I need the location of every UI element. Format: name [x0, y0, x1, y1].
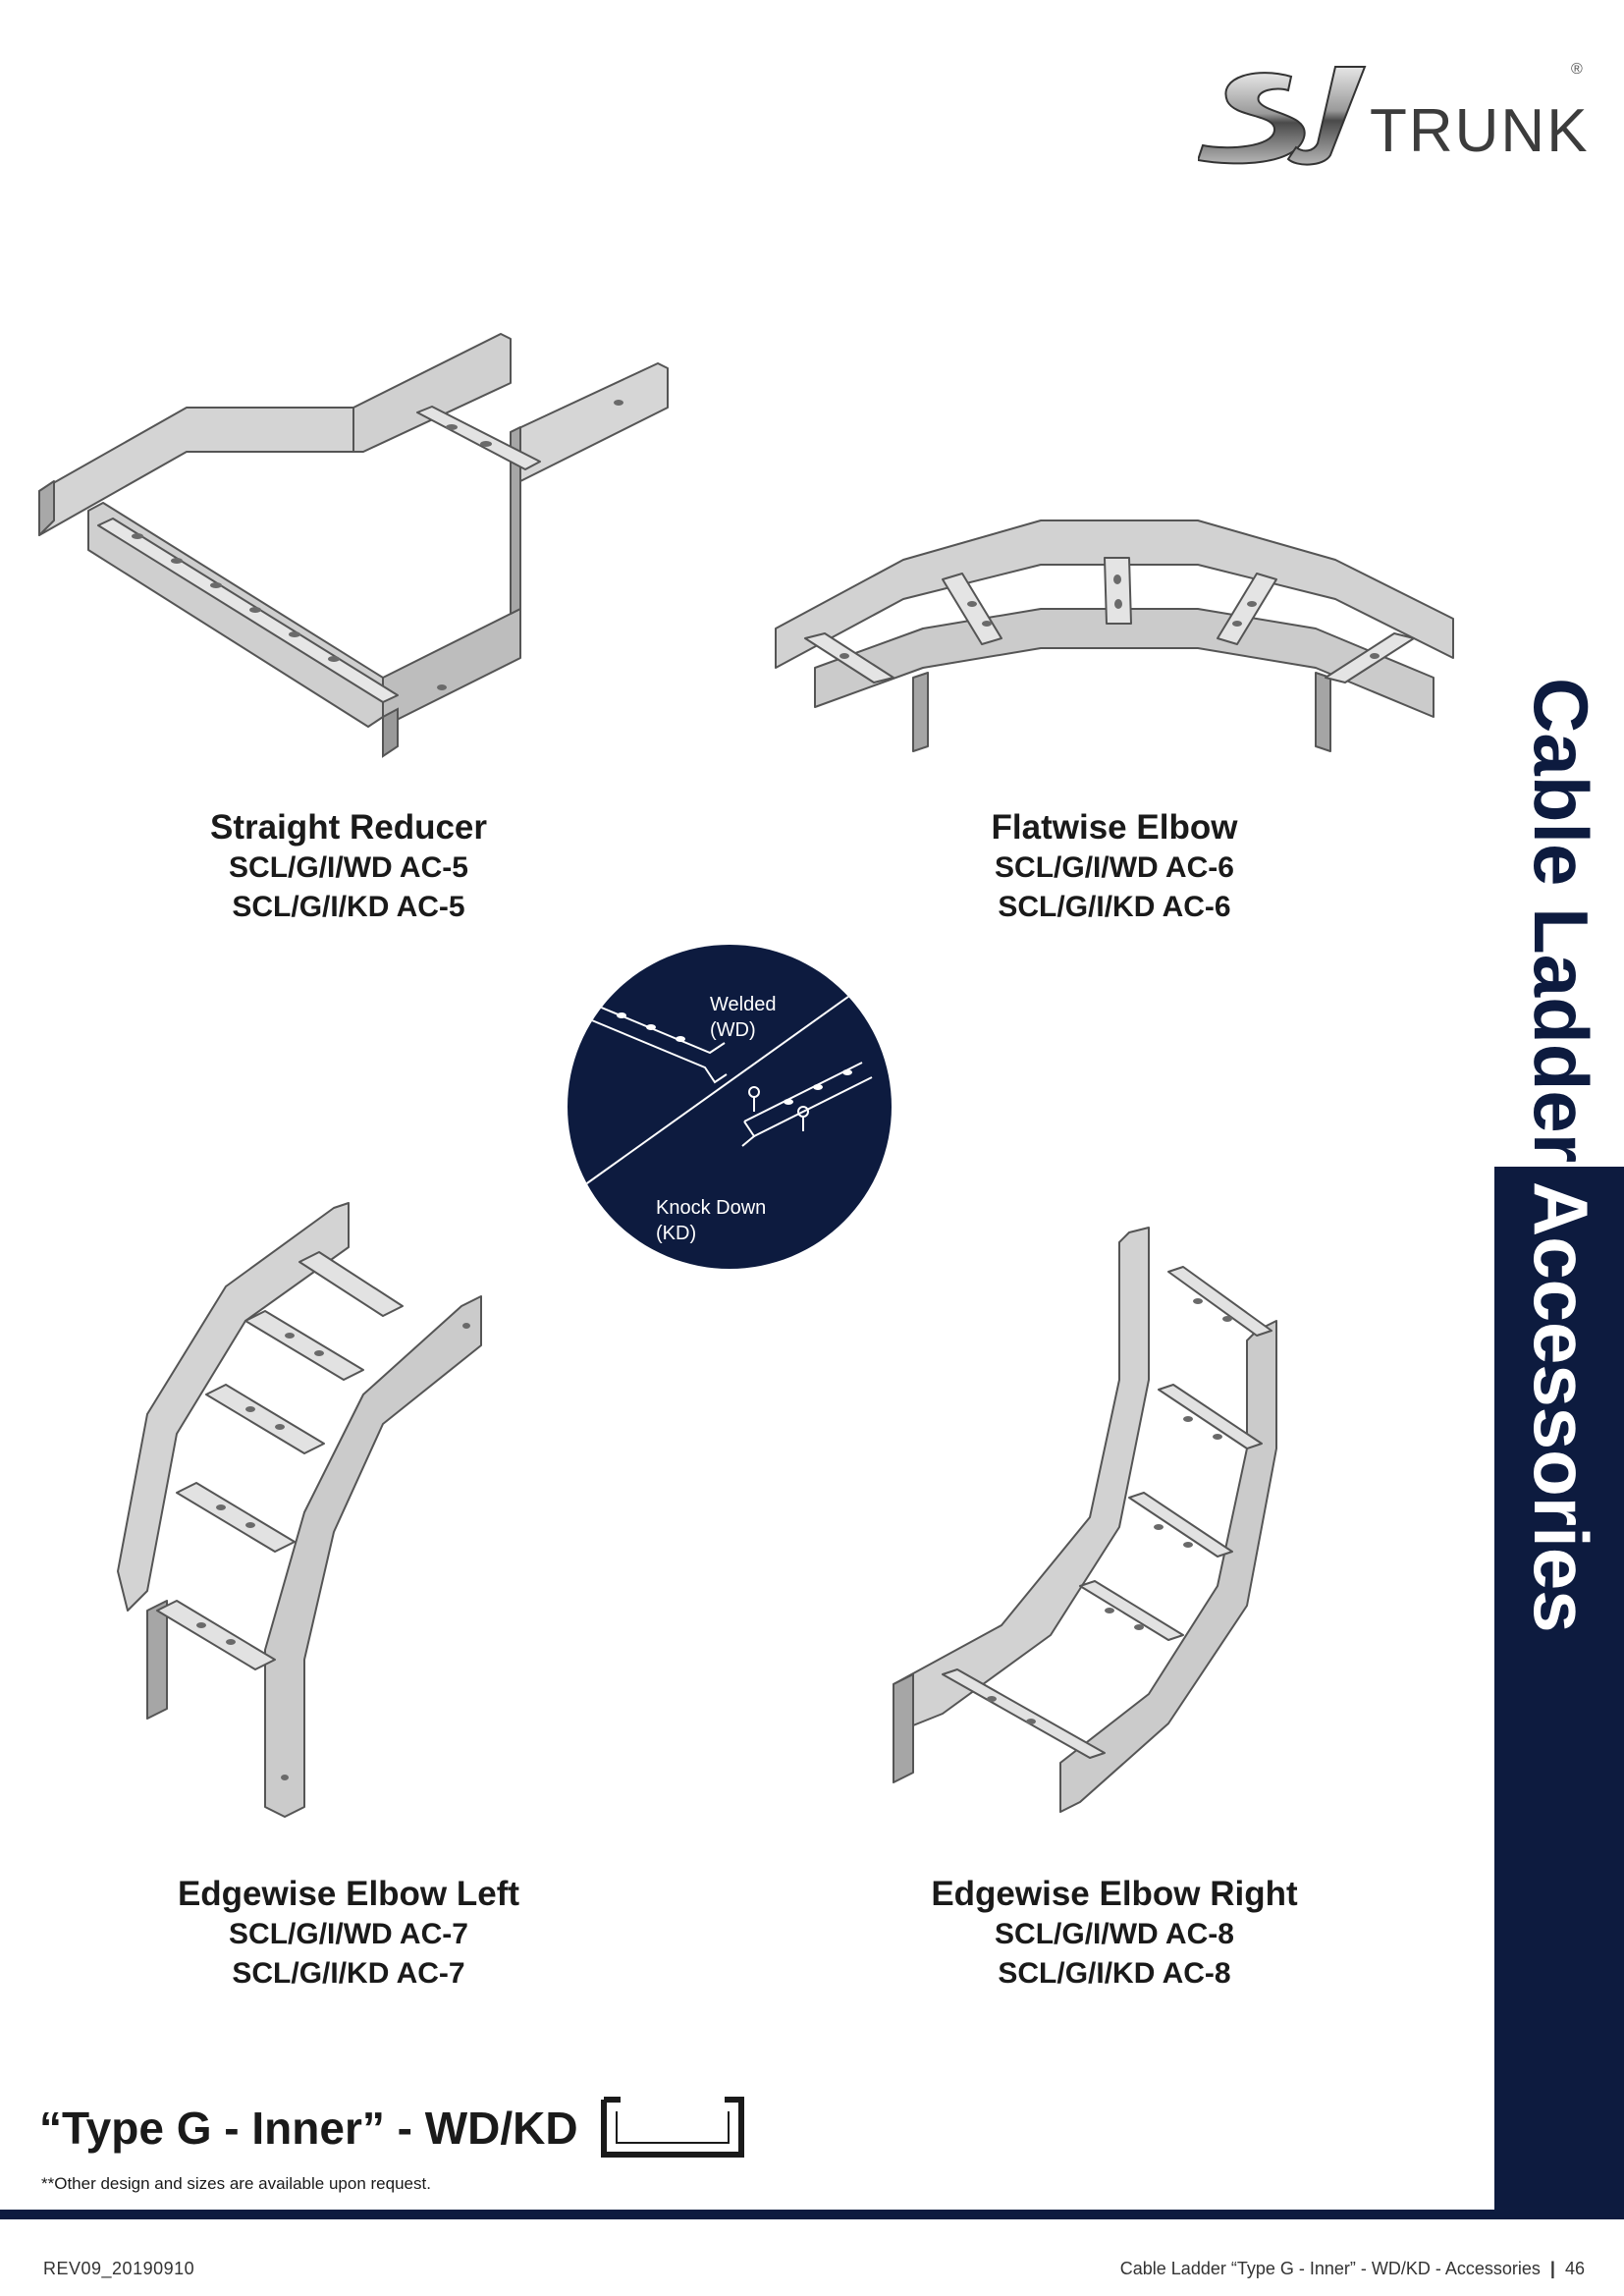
- product-flatwise-elbow: Flatwise Elbow SCL/G/I/WD AC-6 SCL/G/I/K…: [839, 807, 1389, 927]
- welded-label: Welded (WD): [710, 992, 776, 1043]
- product-edgewise-elbow-right: Edgewise Elbow Right SCL/G/I/WD AC-8 SCL…: [839, 1874, 1389, 1994]
- type-title: “Type G - Inner” - WD/KD: [39, 2103, 578, 2154]
- edgewise-elbow-right-illustration: [893, 1227, 1277, 1813]
- product-code-kd: SCL/G/I/KD AC-6: [998, 891, 1231, 923]
- registered-mark: ®: [1571, 61, 1583, 78]
- side-title-dark: Cable Ladder: [1518, 678, 1604, 1164]
- product-code-wd: SCL/G/I/WD AC-7: [229, 1918, 468, 1950]
- footer-caption: Cable Ladder “Type G - Inner” - WD/KD - …: [1120, 2259, 1585, 2279]
- knockdown-text: Knock Down: [656, 1197, 767, 1219]
- page-number: 46: [1564, 2259, 1585, 2278]
- connection-type-badge: Welded (WD) Knock Down (KD): [568, 945, 892, 1269]
- welded-abbr: (WD): [710, 1019, 756, 1041]
- connection-detail-icon: [576, 993, 873, 1191]
- brand-logo: TRUNK ®: [1196, 57, 1591, 175]
- side-title: Cable Ladder Accessories: [1502, 678, 1620, 1660]
- product-code-wd: SCL/G/I/WD AC-5: [229, 851, 468, 884]
- footer-rule: [0, 2210, 1624, 2219]
- revision-code: REV09_20190910: [43, 2259, 195, 2278]
- product-name: Straight Reducer: [210, 808, 487, 847]
- welded-text: Welded: [710, 994, 777, 1015]
- straight-reducer-illustration: [38, 333, 669, 758]
- product-code-wd: SCL/G/I/WD AC-8: [995, 1918, 1234, 1950]
- sj-logo-icon: [1196, 66, 1367, 166]
- product-name: Edgewise Elbow Left: [177, 1875, 520, 1913]
- product-code-kd: SCL/G/I/KD AC-8: [998, 1957, 1231, 1990]
- knockdown-abbr: (KD): [656, 1223, 697, 1244]
- logo-wordmark: TRUNK: [1370, 97, 1590, 165]
- product-code-kd: SCL/G/I/KD AC-5: [232, 891, 465, 923]
- knockdown-label: Knock Down (KD): [656, 1195, 766, 1246]
- product-edgewise-elbow-left: Edgewise Elbow Left SCL/G/I/WD AC-7 SCL/…: [74, 1874, 623, 1994]
- product-code-kd: SCL/G/I/KD AC-7: [232, 1957, 465, 1990]
- footer-separator: |: [1549, 2259, 1555, 2278]
- edgewise-elbow-left-illustration: [117, 1202, 482, 1818]
- side-title-light: Accessories: [1518, 1180, 1604, 1633]
- product-straight-reducer: Straight Reducer SCL/G/I/WD AC-5 SCL/G/I…: [74, 807, 623, 927]
- product-code-wd: SCL/G/I/WD AC-6: [995, 851, 1234, 884]
- footer-caption-text: Cable Ladder “Type G - Inner” - WD/KD - …: [1119, 2259, 1541, 2278]
- product-name: Flatwise Elbow: [991, 808, 1238, 847]
- type-g-inner-profile-icon: [601, 2097, 744, 2158]
- product-name: Edgewise Elbow Right: [931, 1875, 1298, 1913]
- availability-note: **Other design and sizes are available u…: [41, 2174, 431, 2193]
- side-band: [1494, 1167, 1624, 2213]
- flatwise-elbow-illustration: [775, 519, 1454, 752]
